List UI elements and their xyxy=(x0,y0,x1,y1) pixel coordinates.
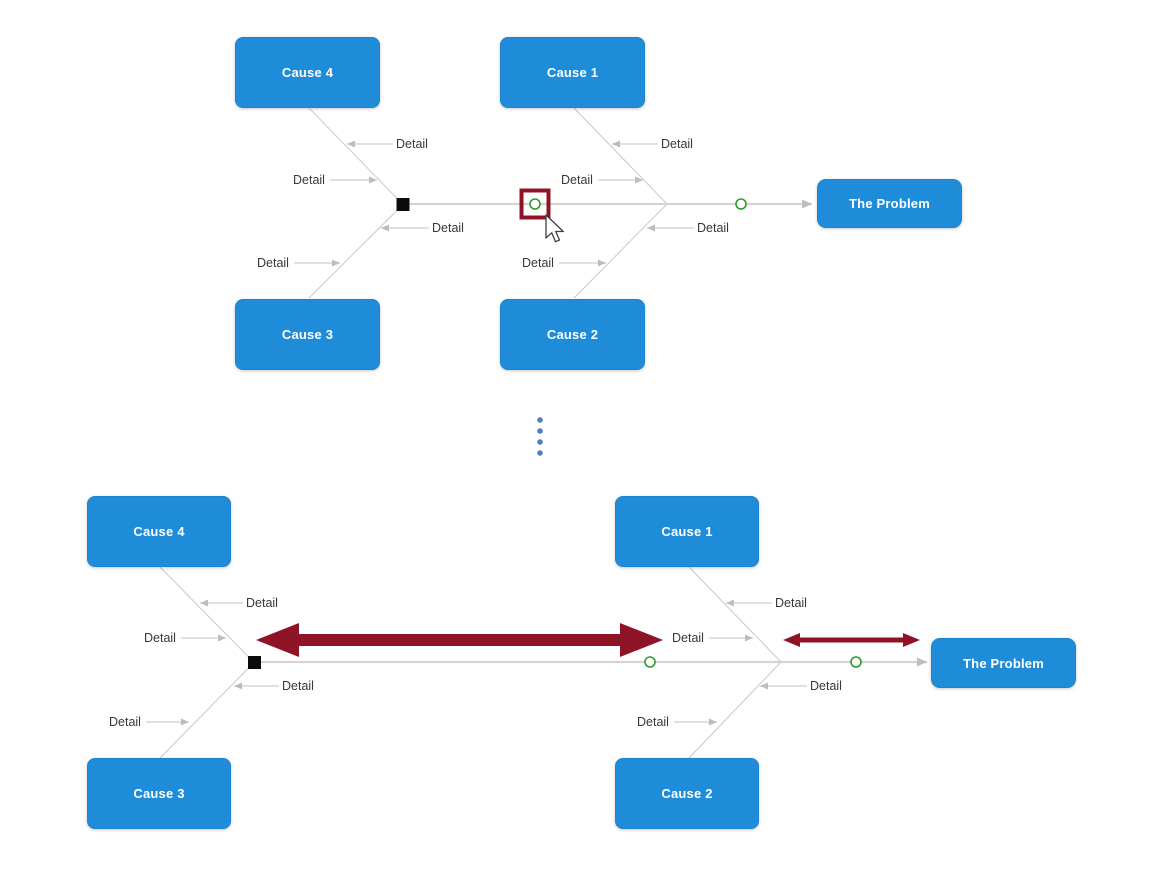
top-port-circle-2[interactable] xyxy=(735,198,747,210)
top-branch-cause4[interactable] xyxy=(308,107,404,205)
node-cause-3[interactable]: Cause 3 xyxy=(87,758,231,829)
node-label: Cause 2 xyxy=(661,786,713,801)
vertical-ellipsis-icon xyxy=(537,417,543,456)
node-the-problem[interactable]: The Problem xyxy=(817,179,962,228)
bottom-port-circle-2[interactable] xyxy=(850,656,862,668)
detail-label[interactable]: Detail xyxy=(672,630,704,645)
detail-label[interactable]: Detail xyxy=(775,595,807,610)
detail-label[interactable]: Detail xyxy=(257,255,289,270)
top-branch-cause2[interactable] xyxy=(573,203,668,299)
bottom-branch-cause1[interactable] xyxy=(688,566,782,663)
top-junction-square[interactable] xyxy=(396,198,410,211)
detail-label[interactable]: Detail xyxy=(432,220,464,235)
node-cause-4[interactable]: Cause 4 xyxy=(235,37,380,108)
selection-highlight-box xyxy=(519,188,551,220)
bottom-port-circle-1[interactable] xyxy=(644,656,656,668)
top-branch-cause1[interactable] xyxy=(573,107,668,205)
bottom-branch-cause3[interactable] xyxy=(159,662,255,759)
detail-label[interactable]: Detail xyxy=(697,220,729,235)
detail-label[interactable]: Detail xyxy=(637,714,669,729)
node-label: Cause 3 xyxy=(133,786,185,801)
detail-label[interactable]: Detail xyxy=(109,714,141,729)
detail-label[interactable]: Detail xyxy=(396,136,428,151)
top-port-circle-1[interactable] xyxy=(529,198,541,210)
node-label: Cause 1 xyxy=(546,65,599,80)
node-cause-3[interactable]: Cause 3 xyxy=(235,299,380,370)
node-label: Cause 2 xyxy=(546,327,599,342)
detail-label[interactable]: Detail xyxy=(522,255,554,270)
node-cause-1[interactable]: Cause 1 xyxy=(500,37,645,108)
detail-label[interactable]: Detail xyxy=(144,630,176,645)
node-label: Cause 1 xyxy=(661,524,713,539)
node-label: Cause 4 xyxy=(133,524,185,539)
node-cause-4[interactable]: Cause 4 xyxy=(87,496,231,567)
node-cause-2[interactable]: Cause 2 xyxy=(615,758,759,829)
node-cause-2[interactable]: Cause 2 xyxy=(500,299,645,370)
node-label: Cause 3 xyxy=(281,327,334,342)
bottom-branch-cause4[interactable] xyxy=(159,566,255,663)
node-the-problem[interactable]: The Problem xyxy=(931,638,1076,688)
node-label: The Problem xyxy=(963,655,1044,671)
node-cause-1[interactable]: Cause 1 xyxy=(615,496,759,567)
top-branch-cause3[interactable] xyxy=(308,204,404,299)
detail-label[interactable]: Detail xyxy=(810,678,842,693)
detail-label[interactable]: Detail xyxy=(246,595,278,610)
stretch-double-arrow-small-icon xyxy=(783,633,920,647)
detail-label[interactable]: Detail xyxy=(561,172,593,187)
bottom-junction-square[interactable] xyxy=(248,656,261,669)
detail-label[interactable]: Detail xyxy=(661,136,693,151)
detail-label[interactable]: Detail xyxy=(293,172,325,187)
node-label: Cause 4 xyxy=(281,65,334,80)
detail-label[interactable]: Detail xyxy=(282,678,314,693)
mouse-cursor-icon xyxy=(545,214,564,243)
stretch-double-arrow-large-icon xyxy=(256,623,663,657)
bottom-branch-cause2[interactable] xyxy=(688,661,782,759)
node-label: The Problem xyxy=(849,196,930,211)
